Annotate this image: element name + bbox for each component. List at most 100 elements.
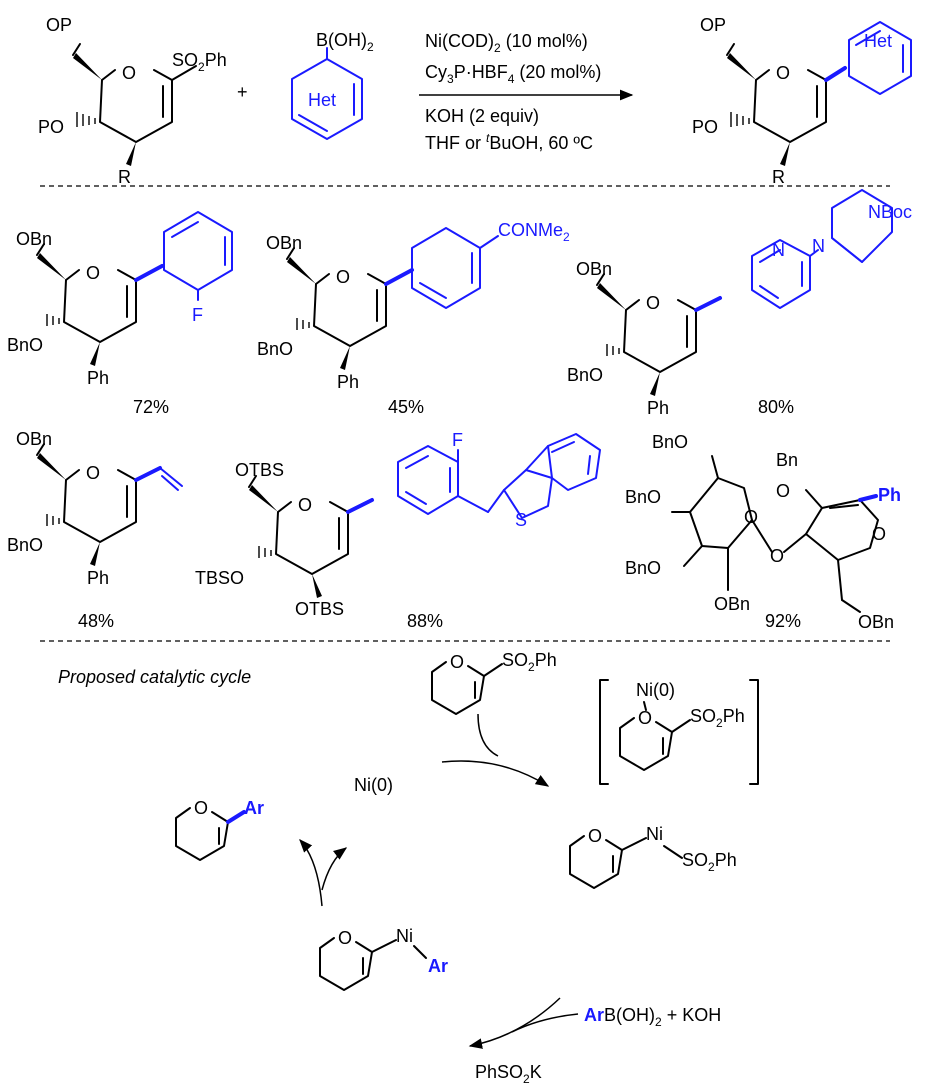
sulfonyl-label: SO2Ph — [172, 50, 227, 74]
ex6-bno-3: BnO — [625, 558, 661, 578]
ex4-bno: BnO — [7, 535, 43, 555]
ex3-piperazine-n: N — [812, 236, 825, 256]
substrate-entry-arrow — [477, 713, 499, 757]
cycle-transmetalation-adduct: O Ni Ar — [319, 926, 448, 991]
oxidative-addition-arrow — [441, 760, 550, 787]
ex3-yield: 80% — [758, 397, 794, 417]
boronic-reagent: ArB(OH)2 + KOH — [584, 1005, 721, 1029]
product: Het O OP PO R — [692, 15, 912, 187]
reductive-elimination-branch — [321, 847, 348, 891]
ex3-ph: Ph — [647, 398, 669, 418]
ex6-obn-1: OBn — [714, 594, 750, 614]
ex4-yield: 48% — [78, 611, 114, 631]
ex2-ph: Ph — [337, 372, 359, 392]
ex2-bno: BnO — [257, 339, 293, 359]
ex1-obn: OBn — [16, 229, 52, 249]
het-label: Het — [308, 90, 336, 110]
example-3: N N NBoc O OBn BnO Ph 80% — [567, 189, 912, 418]
cycle-title: Proposed catalytic cycle — [58, 667, 251, 687]
boron-label: B(OH)2 — [316, 30, 374, 54]
reaction-conditions: Ni(COD)2 (10 mol%) Cy3P·HBF4 (20 mol%) K… — [419, 31, 634, 153]
transmet-ni: Ni — [396, 926, 413, 946]
ex6-yield: 92% — [765, 611, 801, 631]
ex6-ring-oxygen-1: O — [744, 507, 758, 527]
cycle-product: O Ar — [175, 798, 264, 861]
condition-line-3: KOH (2 equiv) — [425, 106, 539, 126]
ex6-bn: Bn — [776, 450, 798, 470]
condition-line-2: Cy3P·HBF4 (20 mol%) — [425, 62, 601, 86]
condition-line-1: Ni(COD)2 (10 mol%) — [425, 31, 588, 55]
substrate-sulfonyl: SO2Ph — [502, 650, 557, 674]
example-2: CONMe2 O OBn BnO Ph 45% — [257, 220, 570, 417]
substrate-oxygen: O — [450, 652, 464, 672]
byproduct: PhSO2K — [475, 1062, 542, 1086]
boronic-acid: B(OH)2 Het — [291, 30, 374, 140]
nickel-zero-label: Ni(0) — [354, 775, 393, 795]
transmet-aryl: Ar — [428, 956, 448, 976]
product-po-label: PO — [692, 117, 718, 137]
transmetalation-arrow — [468, 997, 561, 1049]
cycle-substrate: O SO2Ph — [431, 650, 557, 715]
ex2-obn: OBn — [266, 233, 302, 253]
ex5-oxygen: O — [298, 495, 312, 515]
oxadd-oxygen: O — [588, 826, 602, 846]
oxadd-ni: Ni — [646, 824, 663, 844]
ex3-bno: BnO — [567, 365, 603, 385]
ex2-oxygen: O — [336, 267, 350, 287]
starting-material: O OP SO2Ph PO R — [38, 15, 227, 187]
product-aryl: Ar — [244, 798, 264, 818]
product-ring-oxygen: O — [776, 63, 790, 83]
ex5-otbs-bottom: OTBS — [295, 599, 344, 619]
ex4-obn: OBn — [16, 429, 52, 449]
example-4: O OBn BnO Ph 48% — [7, 429, 183, 631]
example-6: O O O BnO BnO BnO OBn OBn Bn O Ph 92% — [625, 432, 901, 632]
complex-oxygen: O — [638, 708, 652, 728]
example-5: F S O OTBS TBSO OTBS 88% — [195, 430, 601, 631]
ex1-oxygen: O — [86, 263, 100, 283]
ex2-amide-label: CONMe2 — [498, 220, 570, 244]
reductive-elimination-arrow — [299, 838, 323, 907]
ex5-fluoro: F — [452, 430, 463, 450]
ex1-yield: 72% — [133, 397, 169, 417]
ex2-yield: 45% — [388, 397, 424, 417]
complex-ni0: Ni(0) — [636, 680, 675, 700]
ex6-ring-oxygen-2: O — [872, 524, 886, 544]
ex3-obn: OBn — [576, 259, 612, 279]
ex6-obn-2: OBn — [858, 612, 894, 632]
ex3-pyridine-n: N — [772, 240, 785, 260]
ex5-sulfur: S — [515, 510, 527, 530]
ex6-glycosidic-oxygen: O — [770, 546, 784, 566]
product-ring-oxygen-cycle: O — [194, 798, 208, 818]
product-het-label: Het — [864, 31, 892, 51]
boronic-entry-arrow — [511, 1013, 579, 1033]
op-label: OP — [46, 15, 72, 35]
ex6-ph: Ph — [878, 485, 901, 505]
ex6-bno-1: BnO — [652, 432, 688, 452]
ex4-oxygen: O — [86, 463, 100, 483]
ex3-oxygen: O — [646, 293, 660, 313]
ex3-nboc: NBoc — [868, 202, 912, 222]
product-op-label: OP — [700, 15, 726, 35]
ex5-yield: 88% — [407, 611, 443, 631]
oxadd-sulfonyl: SO2Ph — [682, 850, 737, 874]
po-label: PO — [38, 117, 64, 137]
ex1-ph: Ph — [87, 368, 109, 388]
cycle-oxidative-adduct: O Ni SO2Ph — [569, 824, 737, 889]
complex-sulfonyl: SO2Ph — [690, 706, 745, 730]
ex6-bn-oxygen: O — [776, 481, 790, 501]
condition-line-4: THF or tBuOH, 60 ºC — [425, 131, 593, 153]
transmet-oxygen: O — [338, 928, 352, 948]
plus-sign: + — [237, 82, 248, 102]
ex5-otbs-top: OTBS — [235, 460, 284, 480]
ex1-bno: BnO — [7, 335, 43, 355]
cycle-complex: O Ni(0) SO2Ph — [599, 679, 759, 785]
ex5-tbso: TBSO — [195, 568, 244, 588]
r-label: R — [118, 167, 131, 187]
example-1: O OBn BnO Ph F 72% — [7, 211, 233, 417]
product-r-label: R — [772, 167, 785, 187]
ex4-ph: Ph — [87, 568, 109, 588]
ex1-fluoro: F — [192, 305, 203, 325]
ex6-bno-2: BnO — [625, 487, 661, 507]
ring-oxygen-label: O — [122, 63, 136, 83]
